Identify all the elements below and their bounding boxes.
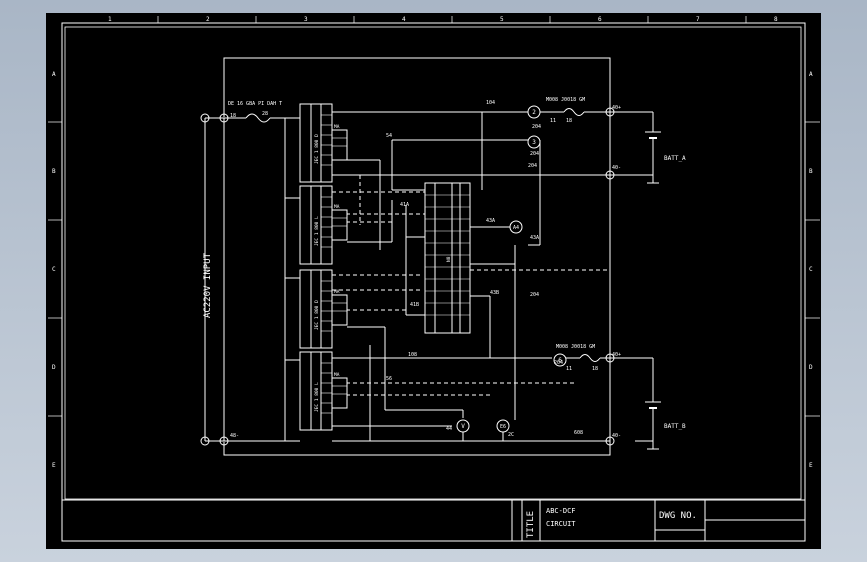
- control-module[interactable]: [424, 182, 471, 334]
- frame-ticks: [48, 16, 820, 417]
- wire-label-23: 204: [532, 124, 541, 130]
- wire-label-3: 104: [486, 100, 495, 106]
- terminal-bottom-minus: 40-: [612, 433, 621, 439]
- breaker-label: DE 16 GBA PI DAH T: [228, 101, 282, 107]
- wire-label-14: 41A: [400, 202, 409, 208]
- ammeter-label: A4: [513, 225, 519, 231]
- meter-top-2[interactable]: [527, 135, 541, 149]
- circuit-wiring: [204, 57, 654, 456]
- row-letter-d-right: D: [809, 364, 813, 371]
- meter-top-1-label: 2: [532, 109, 536, 116]
- wire-label-7: 43A: [486, 218, 495, 224]
- wire-label-22: 204: [554, 360, 563, 366]
- meter-bottom-2-label: E6: [500, 424, 506, 430]
- wire-label-6: 204: [530, 151, 539, 157]
- wire-label-24: 48-: [230, 433, 239, 439]
- terminal-bottom-plus: 40+: [612, 352, 621, 358]
- row-letter-a-left: A: [52, 71, 56, 78]
- col-number-1: 1: [108, 16, 112, 23]
- power-module-3[interactable]: [299, 269, 333, 349]
- wire-label-9: 41B: [410, 302, 419, 308]
- terminal-top-plus: 40+: [612, 105, 621, 111]
- col-number-6: 6: [598, 16, 602, 23]
- voltmeter[interactable]: [456, 419, 470, 433]
- fuse-top-label: M008 J0018 GM: [546, 97, 585, 103]
- col-number-5: 5: [500, 16, 504, 23]
- wire-label-10: 108: [408, 352, 417, 358]
- title-line-2: CIRCUIT: [546, 520, 576, 528]
- wire-label-15: 56: [386, 376, 392, 382]
- module-4-tag: MA: [334, 372, 340, 378]
- terminals: [200, 107, 615, 446]
- wire-label-20: 608: [574, 430, 583, 436]
- terminal-top-minus: 40-: [612, 165, 621, 171]
- battery-a-symbol: [645, 131, 661, 184]
- battery-b-label: BATT_B: [664, 423, 686, 430]
- module-4-label: JEC 1 800 L: [314, 382, 320, 412]
- module-2-label: JEC 1 800 L: [314, 216, 320, 246]
- module-3-aux: [331, 294, 348, 326]
- ac-input-label: AC220V INPUT: [203, 252, 213, 318]
- battery-a-label: BATT_A: [664, 155, 686, 162]
- module-2-tag: MA: [334, 204, 340, 210]
- power-module-2[interactable]: [299, 185, 333, 265]
- wire-label-18: 204: [530, 292, 539, 298]
- col-number-8: 8: [774, 16, 778, 23]
- meter-top-1[interactable]: [527, 105, 541, 119]
- dwg-number-label: DWG NO.: [659, 511, 697, 521]
- wire-label-13: 54: [386, 133, 392, 139]
- meter-bottom-1[interactable]: [553, 353, 567, 367]
- module-3-label: JEC 1 800 D: [314, 300, 320, 330]
- dashed-control-wires: [332, 175, 610, 396]
- row-letter-c-left: C: [52, 266, 56, 273]
- power-module-1[interactable]: [299, 103, 333, 183]
- wire-label-1: 18: [230, 113, 236, 119]
- wire-label-2: 28: [262, 111, 268, 117]
- voltmeter-label: V: [461, 423, 465, 430]
- row-letter-d-left: D: [52, 364, 56, 371]
- module-3-tag: MA: [334, 289, 340, 295]
- wire-label-5: 18: [566, 118, 572, 124]
- wire-label-4: 11: [550, 118, 556, 124]
- col-number-3: 3: [304, 16, 308, 23]
- module-1-tag: MA: [334, 124, 340, 130]
- wire-label-11: 204: [528, 163, 537, 169]
- module-1-label: JEC 1 800 D: [314, 134, 320, 164]
- row-letter-b-right: B: [809, 168, 813, 175]
- control-module-label: N8: [446, 256, 452, 262]
- meter-top-2-label: 3: [532, 139, 536, 146]
- module-1-aux: [331, 129, 348, 161]
- wire-label-8: 43B: [490, 290, 499, 296]
- row-letter-e-left: E: [52, 462, 56, 469]
- module-pin-rows: [321, 114, 347, 414]
- meter-bottom-1-label: 6: [558, 357, 562, 364]
- title-line-1: ABC-DCF: [546, 507, 576, 515]
- title-label: TITLE: [526, 511, 536, 538]
- col-number-7: 7: [696, 16, 700, 23]
- module-2-aux: [331, 209, 348, 241]
- fuse-bottom-label: M008 J0018 GM: [556, 344, 595, 350]
- wire-label-17: 18: [592, 366, 598, 372]
- control-module-pins: [425, 194, 470, 316]
- meter-bottom-2[interactable]: [496, 419, 510, 433]
- row-letter-b-left: B: [52, 168, 56, 175]
- inner-border: [64, 26, 802, 500]
- col-number-2: 2: [206, 16, 210, 23]
- col-number-4: 4: [402, 16, 406, 23]
- wire-label-16: 11: [566, 366, 572, 372]
- wire-label-19: 2C: [508, 432, 514, 438]
- ammeter[interactable]: [509, 220, 523, 234]
- wire-label-12: 43A: [530, 235, 539, 241]
- module-4-aux: [331, 377, 348, 409]
- row-letter-e-right: E: [809, 462, 813, 469]
- row-letter-a-right: A: [809, 71, 813, 78]
- battery-b-symbol: [645, 401, 661, 450]
- row-letter-c-right: C: [809, 266, 813, 273]
- wire-label-21: 44: [446, 426, 452, 432]
